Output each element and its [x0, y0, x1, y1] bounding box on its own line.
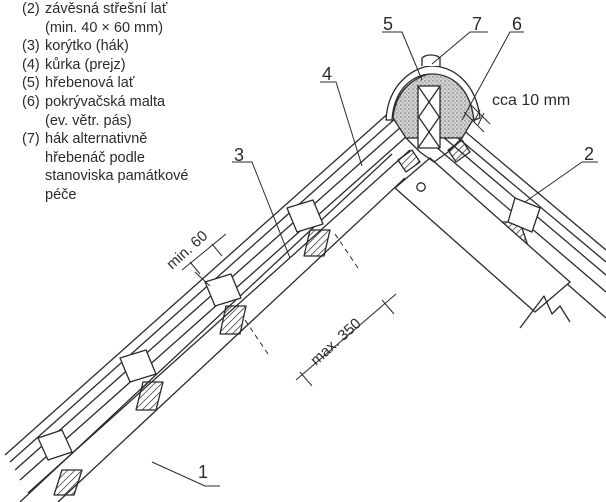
bolt-hole-icon [416, 182, 426, 192]
callout-7: 7 [472, 14, 482, 34]
dimension-min [181, 233, 227, 287]
ridge-board [394, 157, 571, 329]
callout-leaders [151, 31, 598, 487]
right-tile-hook [507, 197, 541, 233]
legend-item: (7)hák alternativně hřebenáč podle stano… [22, 131, 189, 203]
dimension-gap [463, 103, 491, 133]
callout-6: 6 [512, 14, 522, 34]
legend-item: (6)pokrývačská malta (ev. větr. pás) [22, 93, 166, 129]
max-spacing-label: max. 350 [307, 315, 364, 369]
left-battens [53, 229, 331, 496]
left-roof-cover [4, 109, 411, 494]
legend-item: (3)korýtko (hák) [22, 38, 129, 55]
callout-2: 2 [584, 144, 594, 164]
legend-item: (5)hřebenová lať [22, 75, 135, 92]
legend-list: (2)závěsná střešní lať (min. 40 × 60 mm)… [22, 0, 272, 205]
legend-item: (4)kůrka (prejz) [22, 56, 126, 73]
ridge-cap [385, 54, 481, 163]
legend-item: (2)závěsná střešní lať (min. 40 × 60 mm) [22, 1, 168, 36]
callout-3: 3 [234, 145, 244, 165]
left-tile-hooks [37, 199, 324, 461]
callout-1: 1 [198, 462, 208, 482]
dimension-max [244, 233, 397, 387]
callout-5: 5 [383, 14, 393, 34]
callout-4: 4 [322, 64, 332, 84]
gap-dimension-label: cca 10 mm [492, 92, 570, 109]
callout-numbers: 1 2 3 4 5 7 6 [198, 14, 594, 482]
